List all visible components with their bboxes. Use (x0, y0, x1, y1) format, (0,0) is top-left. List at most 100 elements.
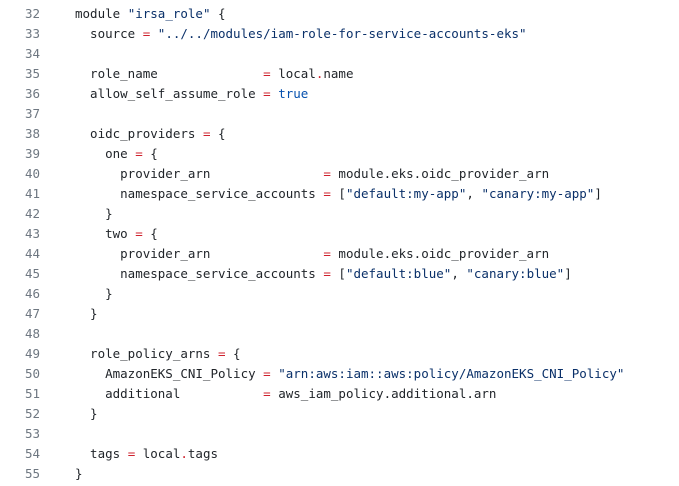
line-number[interactable]: 52 (24, 406, 40, 421)
code-token: "canary:my-app" (481, 186, 595, 201)
code-line: 49 role_policy_arns = { (0, 344, 679, 364)
line-code: } (40, 404, 98, 424)
code-token: module (75, 6, 128, 21)
code-token: aws_iam_policy.additional.arn (270, 386, 497, 401)
code-token: "../../modules/iam-role-for-service-acco… (157, 26, 527, 41)
line-number[interactable]: 34 (24, 46, 40, 61)
code-token: true (278, 86, 309, 101)
code-token: role_name (75, 66, 264, 81)
line-code: role_name = local.name (40, 64, 353, 84)
code-token (150, 26, 158, 41)
code-line: 53 (0, 424, 679, 444)
code-token: two (75, 226, 136, 241)
code-line: 45 namespace_service_accounts = ["defaul… (0, 264, 679, 284)
code-token: local (135, 446, 181, 461)
line-number[interactable]: 32 (24, 6, 40, 21)
line-number[interactable]: 46 (24, 286, 40, 301)
code-token: { (210, 6, 226, 21)
code-token: = (218, 346, 226, 361)
line-number[interactable]: 51 (24, 386, 40, 401)
code-line: 40 provider_arn = module.eks.oidc_provid… (0, 164, 679, 184)
line-code: namespace_service_accounts = ["default:b… (40, 264, 572, 284)
code-token: "default:blue" (345, 266, 452, 281)
code-token: provider_arn (75, 246, 324, 261)
line-number[interactable]: 54 (24, 446, 40, 461)
line-code: } (40, 204, 113, 224)
line-code: } (40, 304, 98, 324)
code-token: additional (75, 386, 264, 401)
code-token: = (263, 66, 271, 81)
code-token: = (263, 86, 271, 101)
line-number[interactable]: 40 (24, 166, 40, 181)
line-number[interactable]: 53 (24, 426, 40, 441)
code-token: . (315, 66, 324, 81)
code-line: 41 namespace_service_accounts = ["defaul… (0, 184, 679, 204)
line-number[interactable]: 39 (24, 146, 40, 161)
line-number[interactable]: 36 (24, 86, 40, 101)
code-line: 50 AmazonEKS_CNI_Policy = "arn:aws:iam::… (0, 364, 679, 384)
line-code (40, 324, 75, 344)
code-token: = (323, 266, 331, 281)
line-code: } (40, 464, 83, 484)
code-token: module.eks.oidc_provider_arn (330, 246, 550, 261)
code-token: role_policy_arns (75, 346, 218, 361)
line-code: AmazonEKS_CNI_Policy = "arn:aws:iam::aws… (40, 364, 624, 384)
line-code (40, 424, 75, 444)
line-number[interactable]: 44 (24, 246, 40, 261)
line-number[interactable]: 35 (24, 66, 40, 81)
line-code: module "irsa_role" { (40, 4, 226, 24)
code-token: source (75, 26, 143, 41)
line-code: additional = aws_iam_policy.additional.a… (40, 384, 496, 404)
code-token: "default:my-app" (345, 186, 467, 201)
code-line: 35 role_name = local.name (0, 64, 679, 84)
line-number[interactable]: 37 (24, 106, 40, 121)
line-number[interactable]: 55 (24, 466, 40, 481)
line-code: one = { (40, 144, 158, 164)
line-number[interactable]: 38 (24, 126, 40, 141)
code-line: 34 (0, 44, 679, 64)
line-code (40, 104, 75, 124)
line-number[interactable]: 33 (24, 26, 40, 41)
line-code: provider_arn = module.eks.oidc_provider_… (40, 244, 549, 264)
code-line: 38 oidc_providers = { (0, 124, 679, 144)
code-line: 33 source = "../../modules/iam-role-for-… (0, 24, 679, 44)
code-token: module.eks.oidc_provider_arn (330, 166, 550, 181)
code-token: , (466, 186, 482, 201)
code-token: } (75, 466, 83, 481)
code-line: 39 one = { (0, 144, 679, 164)
line-number[interactable]: 47 (24, 306, 40, 321)
code-token: , (451, 266, 467, 281)
line-number[interactable]: 45 (24, 266, 40, 281)
code-token: [ (330, 186, 346, 201)
code-token: { (142, 146, 158, 161)
code-token: = (135, 146, 143, 161)
code-line: 52 } (0, 404, 679, 424)
code-token: namespace_service_accounts (75, 266, 324, 281)
code-line: 55} (0, 464, 679, 484)
code-line: 37 (0, 104, 679, 124)
line-code: two = { (40, 224, 158, 244)
line-number[interactable]: 42 (24, 206, 40, 221)
code-token: namespace_service_accounts (75, 186, 324, 201)
line-code: provider_arn = module.eks.oidc_provider_… (40, 164, 549, 184)
code-line: 46 } (0, 284, 679, 304)
code-token: ] (594, 186, 602, 201)
line-number[interactable]: 43 (24, 226, 40, 241)
line-number[interactable]: 41 (24, 186, 40, 201)
code-line: 42 } (0, 204, 679, 224)
line-code (40, 44, 75, 64)
code-token: oidc_providers (75, 126, 203, 141)
line-number[interactable]: 50 (24, 366, 40, 381)
code-token: = (263, 366, 271, 381)
line-code: source = "../../modules/iam-role-for-ser… (40, 24, 527, 44)
code-token: "irsa_role" (127, 6, 211, 21)
line-number[interactable]: 49 (24, 346, 40, 361)
code-token: name (323, 66, 354, 81)
line-number[interactable]: 48 (24, 326, 40, 341)
code-token: = (323, 166, 331, 181)
code-token: = (323, 186, 331, 201)
code-token: = (323, 246, 331, 261)
code-token: ] (564, 266, 572, 281)
